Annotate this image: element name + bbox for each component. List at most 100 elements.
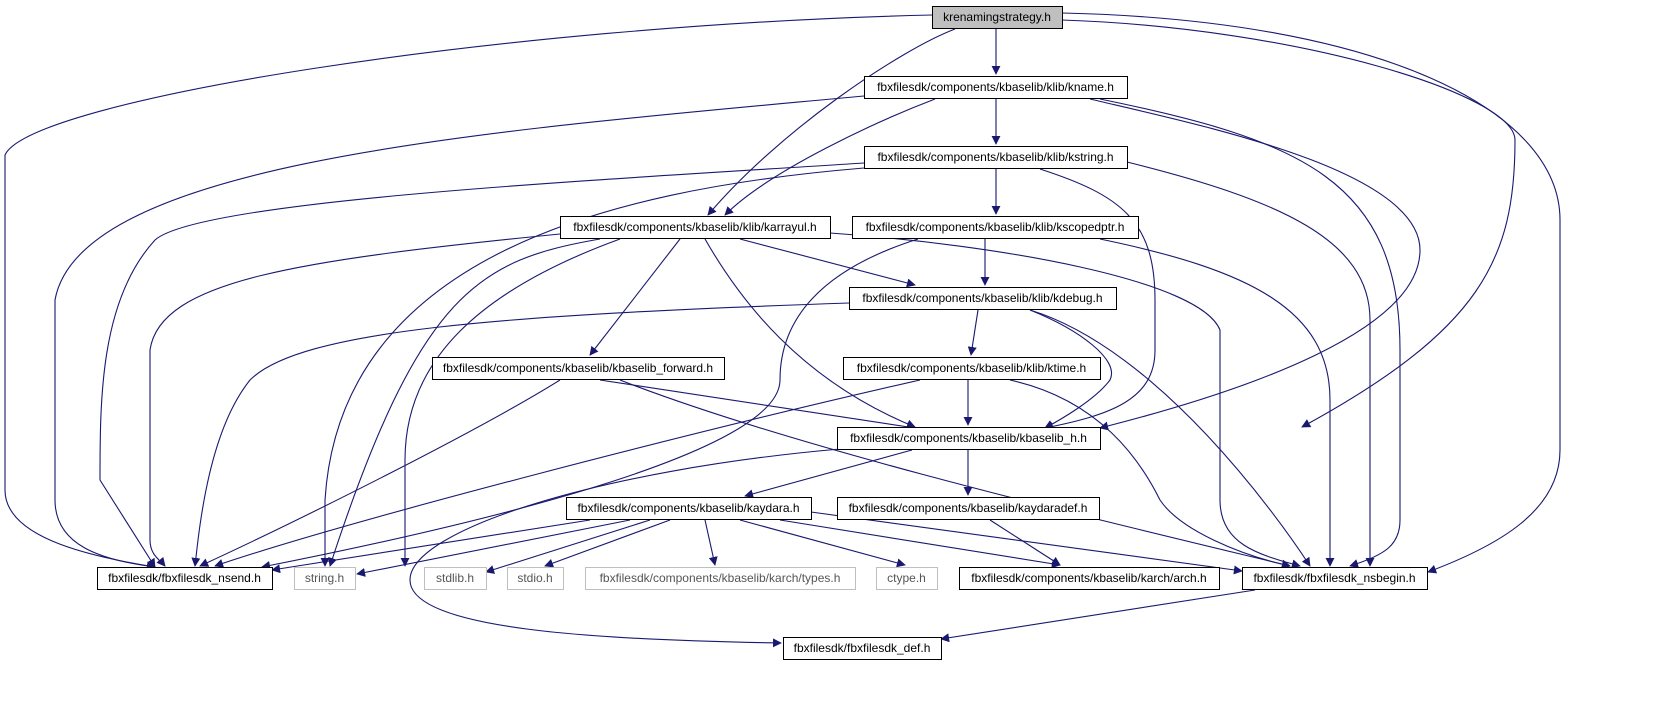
node-label: ctype.h [887,571,926,585]
node-box [585,567,856,590]
node-kname[interactable]: fbxfilesdk/components/kbaselib/klib/knam… [864,76,1128,99]
node-box [864,146,1128,169]
edge-kdebug-to-nsbegin [1029,309,1311,567]
node-label: string.h [305,571,344,585]
edge-ktime-to-nsbegin [1009,379,1291,569]
node-kaydaradef[interactable]: fbxfilesdk/components/kbaselib/kaydarade… [837,497,1100,520]
edge-karrayul-to-kbaselib-h [704,238,916,429]
node-box [424,567,487,590]
edge-kstring-to-string [320,167,865,567]
node-box [294,567,356,590]
node-ctype: ctype.h [876,567,938,590]
node-box [97,567,273,590]
node-box [783,637,942,660]
edge-kaydara-to-types [704,519,718,566]
node-box [876,567,938,590]
edge-kaydara-to-ctype [739,519,906,568]
node-box [849,287,1117,310]
edge-karrayul-to-nsend [149,233,561,567]
node-stdlib: stdlib.h [424,567,487,590]
node-karrayul[interactable]: fbxfilesdk/components/kbaselib/klib/karr… [560,216,831,239]
node-def[interactable]: fbxfilesdk/fbxfilesdk_def.h [783,637,942,660]
node-label: fbxfilesdk/components/kbaselib/kaydarade… [849,501,1088,515]
edge-root-to-karrayul [707,28,956,216]
edge-kaydaradef-to-arch [989,519,1061,566]
edge-kforward-to-kbaselib-h [599,379,916,432]
edge-root-to-nsend [4,14,933,571]
edge-ktime-to-nsend [214,379,921,568]
node-kbaselib-h[interactable]: fbxfilesdk/components/kbaselib/kbaselib_… [837,427,1101,450]
node-box [432,357,725,380]
edge-kstring-to-kbaselib-h [1039,168,1156,431]
node-label: fbxfilesdk/fbxfilesdk_def.h [794,641,931,655]
node-box [959,567,1220,590]
edge-kbaselib-h-to-kaydara [744,449,913,499]
node-label: fbxfilesdk/components/kbaselib/karch/arc… [971,571,1206,585]
node-types: fbxfilesdk/components/kbaselib/karch/typ… [585,567,856,590]
edge-root-to-nsbegin [1061,12,1561,574]
node-box [507,567,564,590]
node-arch[interactable]: fbxfilesdk/components/kbaselib/karch/arc… [959,567,1220,590]
edge-kaydara-to-nsend [271,519,591,574]
node-kscopedptr[interactable]: fbxfilesdk/components/kbaselib/klib/ksco… [852,216,1139,239]
node-kdebug[interactable]: fbxfilesdk/components/kbaselib/klib/kdeb… [849,287,1117,310]
node-label: fbxfilesdk/fbxfilesdk_nsend.h [108,571,261,585]
node-label: fbxfilesdk/components/kbaselib/kbaselib_… [850,431,1087,445]
edge-kaydara-to-string [356,519,631,577]
node-label: fbxfilesdk/components/kbaselib/klib/karr… [573,220,816,234]
node-label: fbxfilesdk/components/kbaselib/klib/ksco… [866,220,1125,234]
edge-kaydara-to-nsbegin [810,511,1243,575]
node-label: fbxfilesdk/components/kbaselib/klib/ktim… [857,361,1086,375]
edge-kbaselib-h-to-def [409,448,841,648]
node-label: fbxfilesdk/components/kbaselib/kbaselib_… [443,361,713,375]
node-box [837,497,1100,520]
edge-kaydara-to-arch [779,519,1061,569]
node-stdio: stdio.h [507,567,564,590]
edge-karrayul-to-stdlib [400,238,621,567]
edge-kdebug-to-nsend [191,302,850,567]
edge-kforward-to-nsend [199,379,561,567]
edge-kname-to-karrayul [724,98,936,216]
node-kstring[interactable]: fbxfilesdk/components/kbaselib/klib/kstr… [864,146,1128,169]
edge-kdebug-to-ktime [967,309,979,356]
node-box [560,216,831,239]
node-ktime[interactable]: fbxfilesdk/components/kbaselib/klib/ktim… [843,357,1101,380]
node-box [852,216,1139,239]
file-nodes: krenamingstrategy.h fbxfilesdk/components… [97,6,1428,660]
node-label: fbxfilesdk/components/kbaselib/klib/kstr… [877,150,1113,164]
node-kforward[interactable]: fbxfilesdk/components/kbaselib/kbaselib_… [432,357,725,380]
node-box [1242,567,1428,590]
node-box [837,427,1101,450]
node-label: fbxfilesdk/components/kbaselib/karch/typ… [600,571,841,585]
node-nsend[interactable]: fbxfilesdk/fbxfilesdk_nsend.h [97,567,273,590]
node-box [843,357,1101,380]
edge-karrayul-to-string [328,238,601,567]
edge-nsbegin-to-def [940,589,1256,643]
edge-kname-to-nsend [54,95,865,571]
node-kaydara[interactable]: fbxfilesdk/components/kbaselib/kaydara.h [566,497,812,520]
edge-kstring-to-nsbegin [1126,161,1375,567]
node-box [864,76,1128,99]
edge-karrayul-to-nsbegin [829,232,1301,569]
edge-karrayul-to-kdebug [739,238,916,288]
node-label: fbxfilesdk/components/kbaselib/klib/knam… [877,80,1114,94]
node-nsbegin[interactable]: fbxfilesdk/fbxfilesdk_nsbegin.h [1242,567,1428,590]
node-root[interactable]: krenamingstrategy.h [932,6,1063,29]
node-label: fbxfilesdk/components/kbaselib/klib/kdeb… [862,291,1102,305]
edge-kname-to-kbaselib-h [1089,98,1421,431]
edge-kscopedptr-to-nsend [261,238,919,570]
edge-kdebug-to-kbaselib-h [1029,309,1113,429]
edge-root-to-kbaselib-h [1061,19,1516,428]
node-label: krenamingstrategy.h [943,10,1051,24]
node-label: stdlib.h [436,571,474,585]
edge-kaydara-to-stdio [544,519,671,568]
edge-kaydara-to-stdlib [485,519,651,574]
node-label: fbxfilesdk/fbxfilesdk_nsbegin.h [1253,571,1415,585]
node-label: fbxfilesdk/components/kbaselib/kaydara.h [577,501,799,515]
edge-kname-to-nsbegin [1099,98,1401,568]
edge-karrayul-to-kforward [589,238,681,356]
node-box [932,6,1063,29]
node-string: string.h [294,567,356,590]
edge-kstring-to-nsend [99,162,865,568]
